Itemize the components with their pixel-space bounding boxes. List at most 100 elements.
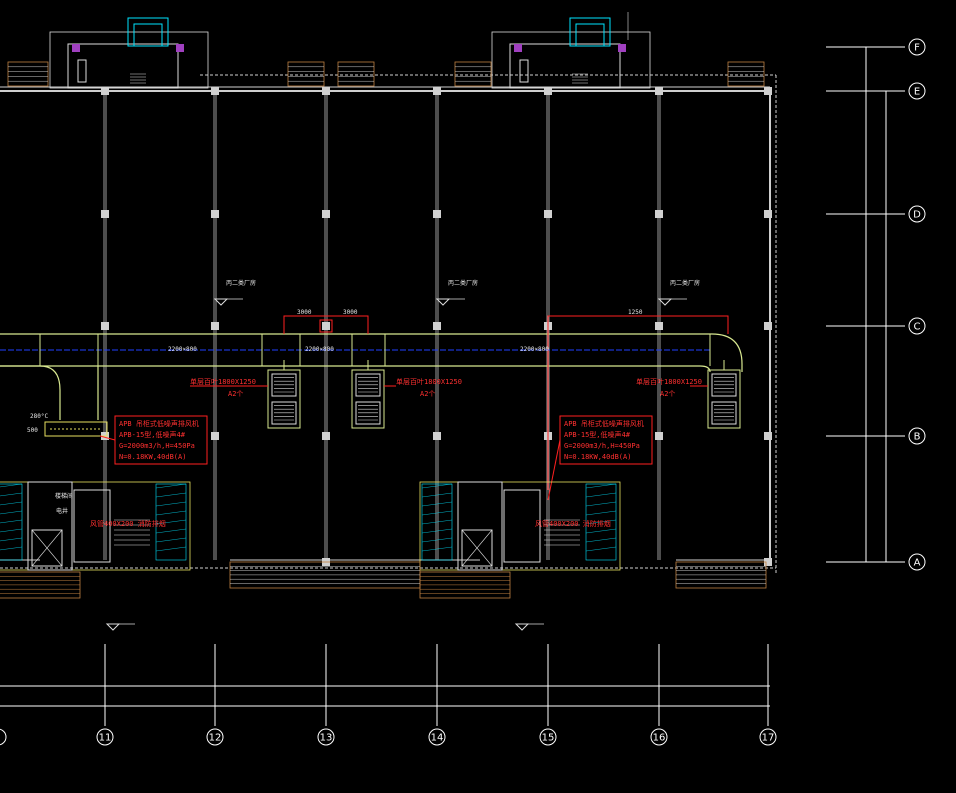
- stair-core-right-h2-2: [585, 501, 617, 507]
- fan-left-l3: G=2000m3/h,H=450Pa: [119, 442, 195, 450]
- fan-right-l3: G=2000m3/h,H=450Pa: [564, 442, 640, 450]
- stair-house-left-marker-a: [72, 44, 80, 52]
- duct-dim-main-3: 2200×800: [520, 346, 549, 353]
- stair-core-left-elevator: [31, 529, 63, 567]
- stair-core-left-h2-4: [155, 519, 187, 525]
- stair-house-left-marker-b: [176, 44, 184, 52]
- duct-dim-main-2: 2200×800: [305, 346, 334, 353]
- row-axis-bubble-A: [908, 553, 926, 571]
- column-4-2: [322, 432, 330, 440]
- column-top-5: [655, 87, 663, 95]
- fan-box-left: [114, 415, 208, 465]
- fan-left-l4: N=0.18KW,40dB(A): [119, 453, 186, 461]
- col-axis-label-14: 14: [431, 733, 444, 744]
- fan-unit-left: [44, 421, 108, 437]
- fan-right-l4: N=0.18KW,40dB(A): [564, 453, 631, 461]
- outlet-left: [267, 369, 301, 429]
- outlet-sub-mid: A2个: [420, 390, 435, 398]
- column-2-5: [655, 210, 663, 218]
- stair-core-left-h1-4: [0, 519, 23, 524]
- outlet-right-grille-0: [711, 373, 737, 397]
- row-axis-label-E: E: [914, 87, 920, 98]
- stair-core-left-h1-0: [0, 483, 23, 488]
- stair-core-left-h2-2: [155, 501, 187, 507]
- column-4-1: [211, 432, 219, 440]
- column-4-5: [655, 432, 663, 440]
- level-mark-4: [514, 623, 530, 631]
- column-2-0: [101, 210, 109, 218]
- fan-left-l1: APB 吊柜式低噪声排风机: [119, 419, 199, 428]
- column-3-5: [655, 322, 663, 330]
- col-axis-bubble-16: [650, 728, 668, 746]
- stair-core-left-h2-6: [155, 537, 187, 543]
- roof-vent-4: [727, 61, 765, 87]
- column-top-1: [211, 87, 219, 95]
- stair-core-right-room: [503, 489, 541, 563]
- ahu-label-left: 风管400X200 消防排烟: [90, 519, 166, 528]
- stair-core-right-h2-3: [585, 510, 617, 516]
- col-axis-label-17: 17: [762, 733, 775, 744]
- duct-dim-main-1: 2200×800: [168, 346, 197, 353]
- col-axis-bubble-13: [317, 728, 335, 746]
- duct-branch-left-a: [0, 365, 61, 420]
- dim-c: 1250: [628, 309, 643, 316]
- column-5-6: [764, 558, 772, 566]
- column-2-3: [433, 210, 441, 218]
- column-3-2: [322, 322, 330, 330]
- row-axis-bubble-D: [908, 205, 926, 223]
- stair-core-left-h1-7: [0, 546, 23, 551]
- stair-core-right-outline: [419, 481, 621, 571]
- column-2-2: [322, 210, 330, 218]
- stair-house-right-room: [509, 43, 621, 89]
- column-top-2: [322, 87, 330, 95]
- outlet-left-grille-0: [271, 373, 297, 397]
- row-axis-bubble-F: [908, 38, 926, 56]
- stair-core-left-h2-1: [155, 492, 187, 498]
- fan-right-l2: APB-15型,低噪声4#: [564, 430, 631, 439]
- stair-core-left-h1-2: [0, 501, 23, 506]
- column-top-6: [764, 87, 772, 95]
- fan-right-l1: APB 吊柜式低噪声排风机: [564, 419, 644, 428]
- stair-core-right-h1-1: [421, 492, 453, 498]
- column-2-4: [544, 210, 552, 218]
- col-axis-bubble-17: [759, 728, 777, 746]
- stair-core-right-h1-2: [421, 501, 453, 507]
- stair-core-right-h1-0: [421, 483, 453, 489]
- row-axis-label-F: F: [914, 43, 920, 54]
- outlet-label-right: 单层百叶1800X1250: [636, 377, 702, 386]
- roof-vent-1: [287, 61, 325, 87]
- col-axis-bubble-11: [96, 728, 114, 746]
- col-axis-label-11: 11: [99, 733, 112, 744]
- stair-core-left-h2-3: [155, 510, 187, 516]
- stair-core-right-h2-6: [585, 537, 617, 543]
- stair-core-left-h2-7: [155, 546, 187, 552]
- roof-vent-0: [7, 61, 49, 87]
- column-top-4: [544, 87, 552, 95]
- row-axis-label-A: A: [914, 558, 921, 569]
- stair-house-right-hatch-inner: [575, 23, 605, 47]
- column-2-1: [211, 210, 219, 218]
- zone-label-2: 丙二类厂房: [448, 279, 478, 287]
- leader-fan-left: [99, 435, 116, 441]
- duct-elbow-inner: [699, 365, 711, 373]
- annotations: 2200×800 2200×800 2200×800 3000 3000 125…: [27, 279, 702, 528]
- col-axis-label-12: 12: [209, 733, 222, 744]
- col-axis-label-15: 15: [542, 733, 555, 744]
- outlet-right-grille-1: [711, 401, 737, 425]
- stair-core-left-h1-5: [0, 528, 23, 533]
- stair-core-left-room: [73, 489, 111, 563]
- duct-elbow-outer: [711, 333, 743, 372]
- stair-house-right-marker-a: [514, 44, 522, 52]
- stair-core-left-h2-5: [155, 528, 187, 534]
- fan-left-l2: APB-15型,低噪声4#: [119, 430, 186, 439]
- stair-core-left-hatch-a: [0, 483, 23, 561]
- stair-core-left-hatch-b: [155, 483, 187, 561]
- stair-core-left-h1-6: [0, 537, 23, 542]
- row-axis-bubble-C: [908, 317, 926, 335]
- column-3-3: [433, 322, 441, 330]
- column-top-0: [101, 87, 109, 95]
- outlet-sub-right: A2个: [660, 390, 675, 398]
- stair-label: 楼梯间: [55, 492, 73, 500]
- outlet-right: [707, 369, 741, 429]
